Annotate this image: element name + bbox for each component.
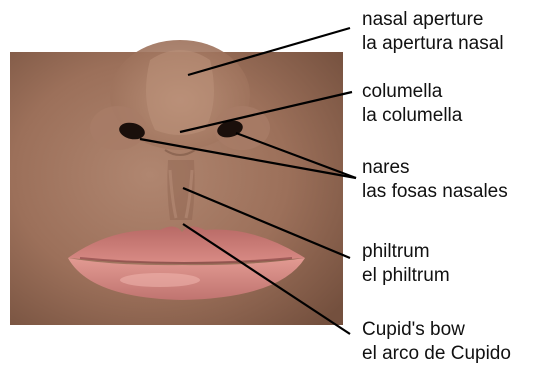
label-columella: columella la columella [362,80,462,128]
label-nasal-aperture-es: la apertura nasal [362,32,504,56]
label-columella-en: columella [362,80,462,104]
label-cupids-bow-es: el arco de Cupido [362,342,511,366]
label-cupids-bow: Cupid's bow el arco de Cupido [362,318,511,366]
label-nares: nares las fosas nasales [362,156,508,204]
label-philtrum: philtrum el philtrum [362,240,450,288]
label-nares-en: nares [362,156,508,180]
label-nasal-aperture: nasal aperture la apertura nasal [362,8,504,56]
label-cupids-bow-en: Cupid's bow [362,318,511,342]
label-nasal-aperture-en: nasal aperture [362,8,504,32]
label-philtrum-en: philtrum [362,240,450,264]
label-philtrum-es: el philtrum [362,264,450,288]
label-nares-es: las fosas nasales [362,180,508,204]
label-columella-es: la columella [362,104,462,128]
